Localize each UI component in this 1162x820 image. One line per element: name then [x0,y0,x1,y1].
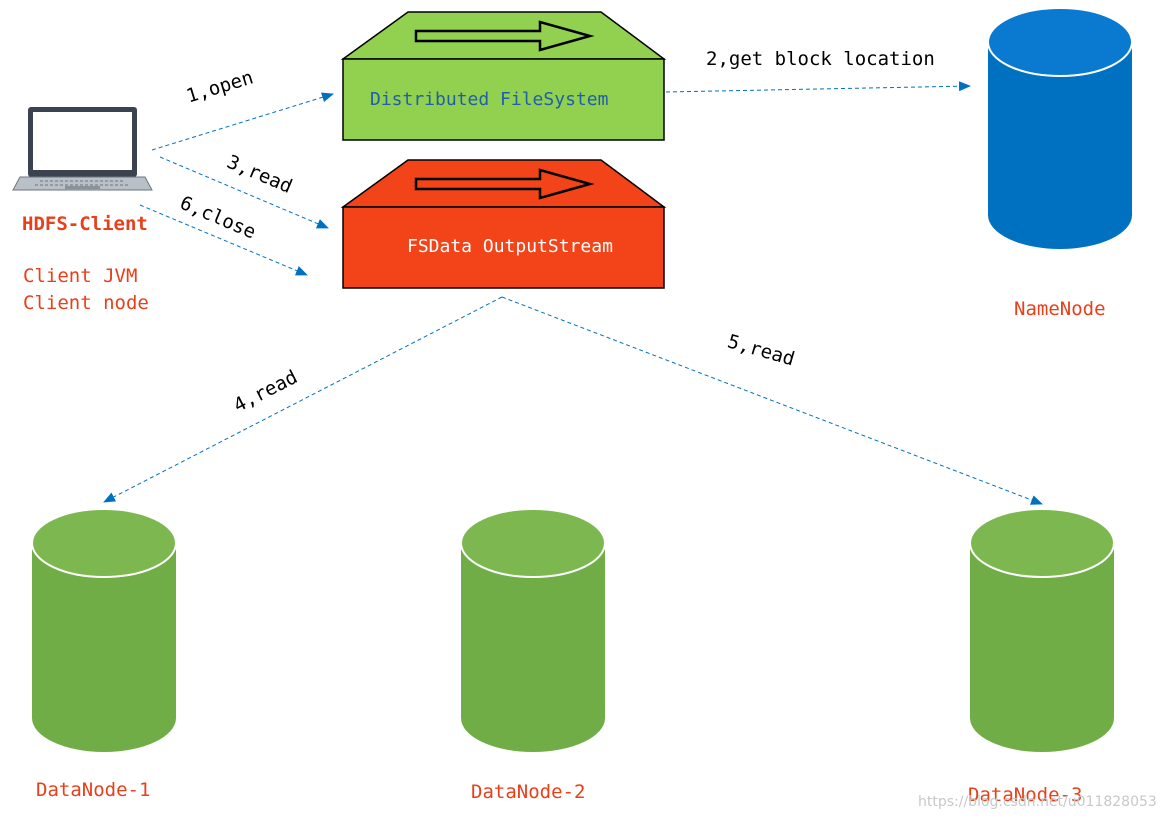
client-title: HDFS-Client [22,213,148,235]
datanode-3-cylinder [969,508,1115,752]
datanode-2-cylinder [460,508,606,752]
distributed-filesystem-box [340,11,667,141]
datanode-3-label: DataNode-3 [968,784,1083,806]
edge-open [151,92,334,151]
edge-read-5 [501,296,1043,505]
datanode-2-label: DataNode-2 [471,781,586,803]
datanode-1-label: DataNode-1 [36,779,151,801]
edge-read-3 [159,156,329,229]
laptop-icon [12,107,153,191]
edge-get-block-location [665,81,971,93]
fsdata-outputstream-label: FSData OutputStream [407,236,613,257]
watermark: https://blog.csdn.net/u011828053 [918,794,1157,810]
arrow-right-icon [414,168,595,200]
namenode-cylinder [987,7,1133,249]
edge-label-get-block: 2,get block location [706,48,935,70]
datanode-1-cylinder [31,508,177,752]
namenode-label: NameNode [1014,298,1106,320]
client-jvm-label: Client JVM [23,265,138,287]
arrow-right-icon [414,20,595,52]
client-node-label: Client node [23,292,149,314]
distributed-filesystem-label: Distributed FileSystem [370,89,609,110]
fsdata-outputstream-box [340,159,667,289]
edge-close-6 [139,204,308,276]
edge-read-4 [103,296,503,503]
